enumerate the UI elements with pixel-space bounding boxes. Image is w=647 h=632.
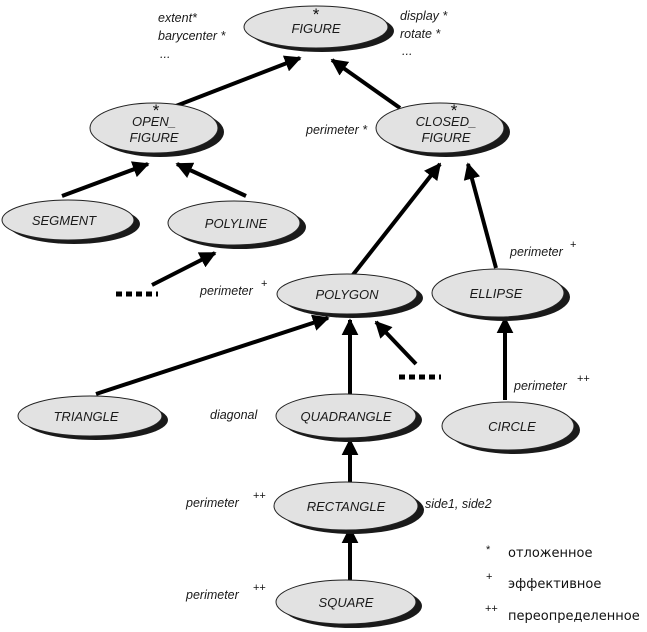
legend-label-deferred: отложенное [508, 546, 592, 561]
feature-rectangle-sides: side1, side2 [425, 497, 492, 511]
arrow-dots-to-polygon [374, 320, 418, 366]
node-quadrangle: QUADRANGLE [275, 393, 422, 442]
feature-circle-perimeter: perimeter [513, 379, 568, 393]
node-rectangle: RECTANGLE [273, 481, 424, 534]
node-polygon: POLYGON [276, 273, 423, 318]
circle-label: CIRCLE [488, 419, 536, 434]
arrow-dots-to-polyline [151, 251, 217, 287]
closed-figure-label-line1: CLOSED_ [416, 114, 477, 129]
legend-symbol-deferred: * [486, 544, 491, 556]
open-figure-label-line1: OPEN_ [132, 114, 176, 129]
feature-polygon-perimeter-mark: + [261, 278, 267, 290]
segment-label: SEGMENT [32, 213, 97, 228]
polygon-label: POLYGON [315, 287, 379, 302]
quadrangle-label: QUADRANGLE [300, 409, 391, 424]
figure-label: FIGURE [291, 21, 340, 36]
feature-extent: extent* [158, 11, 198, 25]
arrow-triangle-to-polygon [95, 314, 330, 396]
node-ellipse: ELLIPSE [431, 268, 570, 321]
feature-ellipse-perimeter-mark: + [570, 239, 576, 251]
legend-symbol-effective: + [486, 571, 492, 583]
node-open-figure: * OPEN_ FIGURE [89, 101, 224, 157]
feature-closed-perimeter: perimeter * [305, 123, 368, 137]
square-label: SQUARE [319, 595, 374, 610]
figure-right-features: display * rotate * ... [400, 9, 448, 58]
feature-rotate: rotate * [400, 27, 441, 41]
arrow-segment-to-open [61, 161, 150, 198]
arrow-polygon-to-closed [350, 162, 442, 278]
closed-figure-label-line2: FIGURE [421, 130, 470, 145]
feature-rectangle-perimeter: perimeter [185, 496, 240, 510]
triangle-label: TRIANGLE [53, 409, 118, 424]
feature-square-perimeter-mark: ++ [253, 582, 266, 594]
legend-item-redefined: ++ переопределенное [485, 603, 640, 624]
feature-polygon-perimeter: perimeter [199, 284, 254, 298]
figure-deferred-mark: * [313, 5, 320, 24]
node-square: SQUARE [275, 579, 422, 628]
open-figure-label-line2: FIGURE [129, 130, 178, 145]
feature-quadrangle-diagonal: diagonal [210, 408, 258, 422]
figure-left-features: extent* barycenter * ... [158, 11, 227, 61]
arrow-closed-to-figure [330, 58, 402, 110]
closed-figure-deferred-mark: * [451, 101, 458, 120]
legend: * отложенное + эффективное ++ переопреде… [485, 544, 640, 624]
arrow-polyline-to-open [175, 162, 247, 198]
legend-symbol-redefined: ++ [485, 603, 498, 615]
legend-label-redefined: переопределенное [508, 609, 640, 624]
feature-figure-left-ellipsis: ... [160, 47, 170, 61]
legend-item-effective: + эффективное [486, 571, 601, 592]
node-segment: SEGMENT [1, 199, 140, 244]
ellipse-label: ELLIPSE [470, 286, 523, 301]
rectangle-label: RECTANGLE [307, 499, 386, 514]
node-triangle: TRIANGLE [17, 395, 168, 440]
legend-item-deferred: * отложенное [486, 544, 592, 561]
arrow-ellipse-to-closed [463, 162, 498, 269]
feature-barycenter: barycenter * [158, 29, 227, 43]
legend-label-effective: эффективное [508, 577, 601, 592]
node-figure: * FIGURE [243, 5, 394, 52]
feature-display: display * [400, 9, 448, 23]
node-closed-figure: * CLOSED_ FIGURE [375, 101, 510, 157]
polyline-label: POLYLINE [205, 216, 268, 231]
open-figure-deferred-mark: * [153, 101, 160, 120]
inheritance-arrows [61, 55, 514, 580]
feature-circle-perimeter-mark: ++ [577, 373, 590, 385]
feature-rectangle-perimeter-mark: ++ [253, 490, 266, 502]
node-circle: CIRCLE [441, 401, 580, 454]
feature-square-perimeter: perimeter [185, 588, 240, 602]
node-polyline: POLYLINE [167, 200, 306, 249]
feature-figure-right-ellipsis: ... [402, 44, 412, 58]
feature-ellipse-perimeter: perimeter [509, 245, 564, 259]
